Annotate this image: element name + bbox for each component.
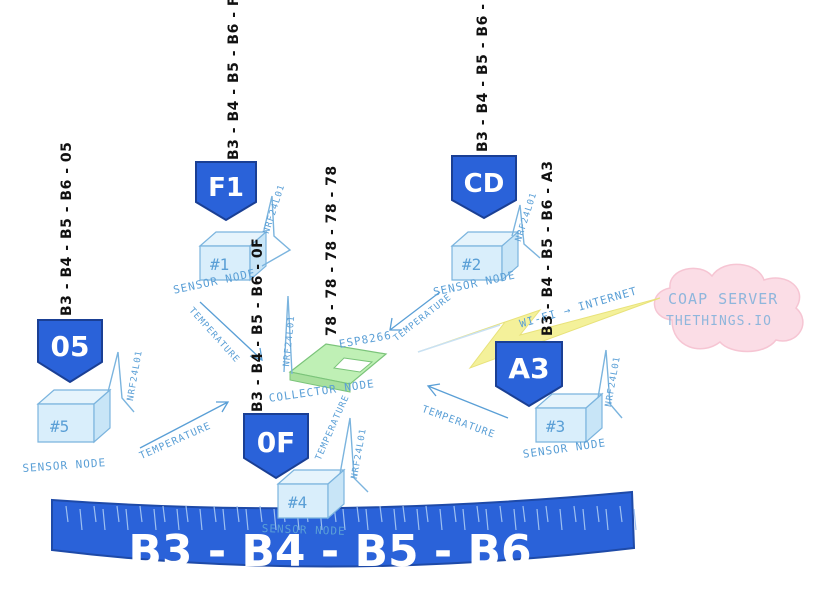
banner-hatch-line: [365, 508, 369, 531]
collector-node-board: [288, 343, 388, 393]
banner-hatch-line: [199, 508, 203, 531]
banner-hatch-line: [499, 505, 503, 523]
arrow-node3-to-collector: [426, 383, 509, 419]
banner-hatch-line: [485, 508, 489, 531]
banner-hatch-line: [596, 505, 600, 523]
banner-hatch-line: [379, 505, 383, 523]
badge-f1: F1: [195, 161, 257, 222]
address-label-0f: B3 - B4 - B5 - B6 - 0F: [250, 237, 266, 412]
antenna-node-3: [597, 349, 623, 419]
banner-hatch-line: [356, 505, 360, 523]
banner-hatch-line: [185, 505, 189, 523]
banner-hatch-line: [439, 508, 443, 531]
address-label-f1: B3 - B4 - B5 - B6 - F1: [226, 0, 242, 160]
banner-hatch-line: [416, 508, 420, 531]
banner-hatch-line: [536, 508, 540, 531]
banner-hatch-line: [605, 508, 609, 531]
banner-hatch-line: [176, 508, 180, 531]
address-label-collector: 78 - 78 - 78 - 78 - 78: [324, 165, 340, 336]
address-label-05: B3 - B4 - B5 - B6 - 05: [59, 141, 75, 316]
banner-hatch-line: [402, 505, 406, 523]
banner-hatch-line: [619, 505, 623, 523]
antenna-node-5: [107, 351, 135, 413]
coap-server-subtitle: THETHINGS.IO: [666, 314, 772, 329]
banner-hatch-line: [222, 508, 226, 531]
node-number-5: #5: [50, 417, 69, 436]
arrow-node1-to-collector: [199, 301, 263, 361]
banner-hatch-line: [342, 508, 346, 531]
banner-hatch-line: [559, 508, 563, 531]
sensor-node-cube-4: [276, 468, 346, 520]
banner-hatch-line: [273, 508, 277, 531]
banner-hatch-line: [213, 505, 217, 523]
antenna-node-1: [261, 195, 292, 267]
sensor-node-cube-2: [450, 230, 520, 282]
badge-0f: 0F: [243, 413, 309, 480]
banner-hatch-line: [425, 505, 429, 523]
node-number-4: #4: [288, 493, 307, 512]
banner-hatch-line: [453, 505, 457, 523]
banner-hatch-line: [545, 505, 549, 523]
banner-hatch-line: [116, 505, 120, 523]
antenna-node-2: [511, 204, 541, 259]
node-number-1: #1: [210, 255, 229, 274]
banner-hatch-line: [236, 505, 240, 523]
wifi-lightning-link: [417, 297, 661, 370]
svg-text:F1: F1: [208, 173, 244, 203]
coap-server-cloud: [653, 263, 804, 353]
svg-text:CD: CD: [464, 169, 505, 199]
banner-hatch-line: [522, 505, 526, 523]
banner-hatch-line: [79, 508, 83, 531]
svg-text:0F: 0F: [257, 426, 296, 459]
coap-server-title: COAP SERVER: [668, 290, 779, 308]
banner-hatch-line: [393, 508, 397, 531]
banner-hatch-line: [633, 508, 637, 531]
bus-banner-label: B3 - B4 - B5 - B6: [128, 526, 531, 577]
badge-cd: CD: [451, 155, 517, 220]
badge-a3: A3: [495, 341, 563, 408]
banner-hatch-line: [476, 505, 480, 523]
address-label-cd: B3 - B4 - B5 - B6 - CD: [475, 0, 491, 152]
banner-hatch-line: [582, 508, 586, 531]
banner-hatch-line: [162, 505, 166, 523]
banner-hatch-line: [102, 508, 106, 531]
sensor-node-cube-1: [198, 230, 268, 282]
banner-hatch-line: [139, 505, 143, 523]
node-number-2: #2: [462, 255, 481, 274]
arrow-node2-to-collector: [389, 291, 441, 331]
svg-text:05: 05: [51, 330, 90, 363]
node-number-3: #3: [546, 417, 565, 436]
banner-hatch-line: [462, 508, 466, 531]
banner-hatch-line: [245, 508, 249, 531]
antenna-collector: [283, 295, 293, 375]
banner-hatch-line: [93, 505, 97, 523]
sensor-node-cube-5: [36, 388, 112, 444]
banner-hatch-line: [125, 508, 129, 531]
banner-hatch-line: [153, 508, 157, 531]
sensor-node-cube-3: [534, 392, 604, 444]
svg-text:A3: A3: [508, 352, 549, 385]
banner-hatch-line: [259, 505, 263, 523]
bus-banner: [51, 490, 637, 568]
antenna-node-4: [339, 417, 369, 493]
arrow-node5-to-collector: [139, 401, 230, 449]
badge-05: 05: [37, 319, 103, 384]
banner-hatch-line: [513, 508, 517, 531]
banner-hatch-line: [573, 505, 577, 523]
banner-hatch-line: [65, 505, 69, 523]
